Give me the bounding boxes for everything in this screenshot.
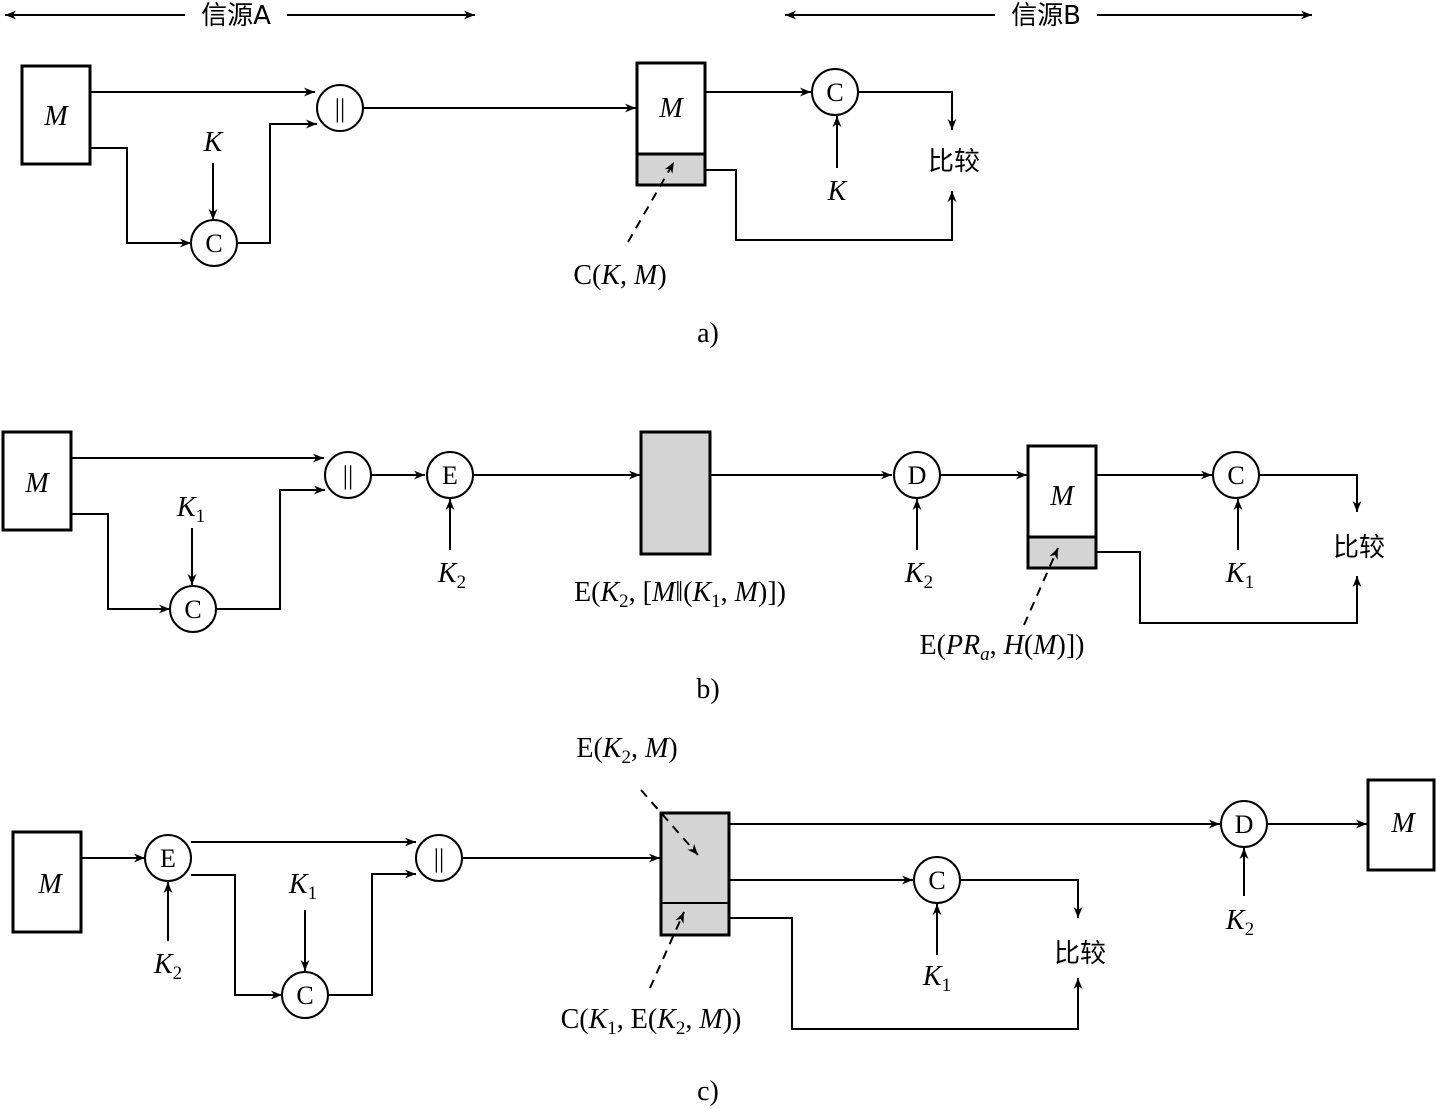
panel-c-caption: c) [697, 1076, 719, 1107]
panel-b-caption: b) [696, 674, 719, 705]
source-b-label: 信源B [1011, 1, 1081, 31]
key2-label: K2 [904, 558, 933, 593]
decrypted-mac-field [1026, 535, 1098, 570]
concat-node-label: || [343, 461, 353, 490]
concat-node-label: || [434, 844, 444, 873]
message-label: M [24, 468, 50, 499]
ciphertext-box [639, 430, 712, 556]
key2-label: K2 [153, 949, 182, 984]
encrypted-message-label: E(K2, M) [576, 733, 677, 768]
verify-key-label: K [827, 176, 848, 207]
decrypt-node-label: D [1235, 810, 1254, 839]
source-a-range: 信源A [5, 1, 475, 31]
decrypt-node-label: D [908, 461, 927, 490]
source-a-label: 信源A [201, 1, 271, 31]
key1-label: K1 [922, 961, 951, 996]
panel-a: M K C || M C(K, M) C K 比较 a) [20, 61, 980, 349]
received-message-label: M [658, 93, 684, 124]
key1-label: K1 [1225, 558, 1254, 593]
recovered-message-box [1366, 778, 1436, 872]
message-label: M [43, 101, 69, 132]
recovered-message-label: M [1390, 808, 1416, 839]
message-box [1, 430, 73, 532]
encrypt-node-label: E [160, 844, 176, 873]
received-mac-field [635, 152, 707, 187]
ciphertext-label: E(K2, [M‖(K1, M)]) [574, 577, 786, 612]
mac-verify-node-label: C [826, 78, 843, 107]
mac-node-label: C [296, 981, 313, 1010]
panel-a-caption: a) [697, 318, 719, 349]
compare-label: 比较 [1054, 939, 1106, 969]
mac-verify-node-label: C [1227, 461, 1244, 490]
key1-label: K1 [288, 869, 317, 904]
encrypt-node-label: E [442, 461, 458, 490]
encrypt-node [144, 834, 192, 882]
compare-label: 比较 [1333, 533, 1385, 563]
mac-verify-node-label: C [928, 866, 945, 895]
decrypted-message-label: M [1049, 481, 1075, 512]
source-b-range: 信源B [785, 1, 1312, 31]
mac-value-label: C(K1, E(K2, M)) [561, 1004, 742, 1039]
signature-label: E(PRa, H(M)]) [919, 630, 1084, 665]
message-label: M [37, 869, 63, 900]
key2-label: K2 [437, 558, 466, 593]
mac-node-label: C [184, 595, 201, 624]
mac-node-label: C [205, 229, 222, 258]
compare-label: 比较 [928, 147, 980, 177]
mac-value-label: C(K, M) [573, 260, 666, 291]
key2-label: K2 [1225, 905, 1254, 940]
panel-b: M K1 C || E K2 E(K2, [M‖(K1, M)]) D K2 M… [1, 430, 1385, 705]
message-box [11, 830, 83, 934]
key1-label: K1 [176, 492, 205, 527]
panel-c: M E K2 K1 C || E(K2, M) C(K1, E(K2, M)) … [11, 733, 1436, 1107]
key-label: K [203, 127, 224, 158]
concat-node-label: || [335, 94, 345, 123]
transmitted-block [659, 811, 731, 937]
message-box [20, 64, 92, 166]
